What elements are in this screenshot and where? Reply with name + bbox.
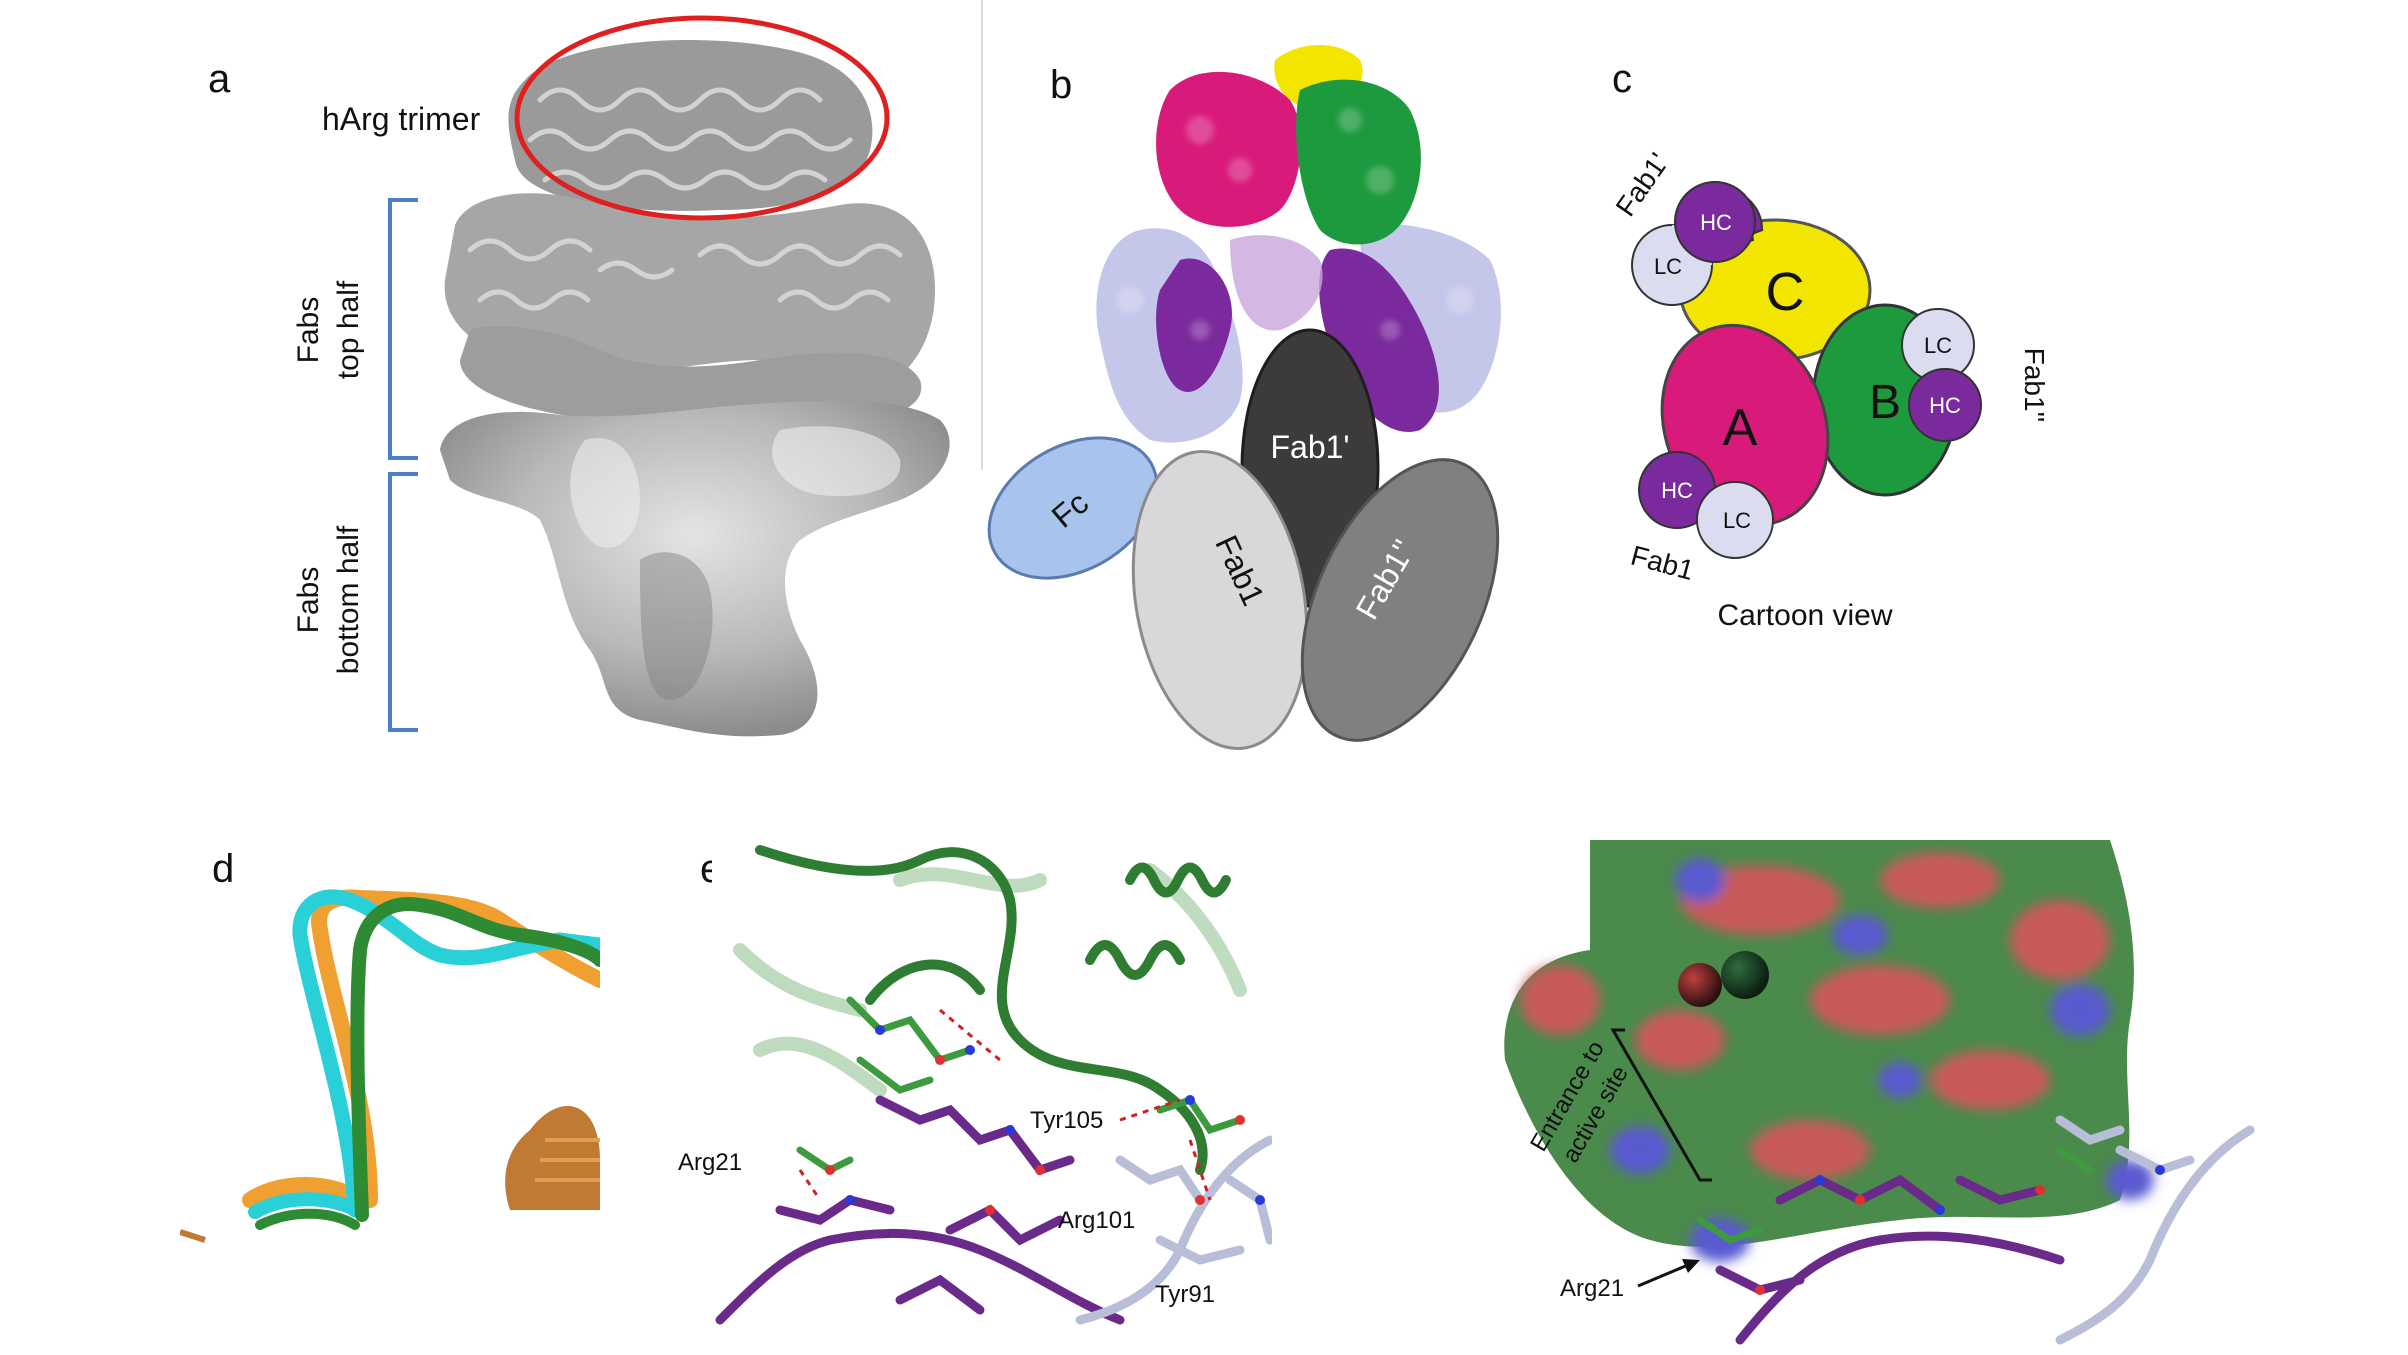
top-half-label-line2: top half bbox=[332, 280, 365, 379]
fab1-cartoon-label: Fab1 bbox=[1628, 540, 1698, 586]
fab1-hc-label: HC bbox=[1661, 478, 1693, 503]
fab1p-hc-label: HC bbox=[1700, 210, 1732, 235]
fab1pp-hc-label: HC bbox=[1929, 393, 1961, 418]
panel-c: c C B A HC LC Fab1' LC HC Fab1' bbox=[1610, 57, 2050, 632]
fab1pp-ellipse-group: Fab1'' bbox=[1300, 458, 1500, 742]
panel-b: b Fab1' Fc Fab1 bbox=[987, 45, 1501, 750]
binding-interface-model: Tyr105 Arg21 Arg101 Tyr91 bbox=[678, 815, 1272, 1335]
tyr105-label: Tyr105 bbox=[1030, 1107, 1103, 1134]
fab1-domains: HC LC bbox=[1638, 451, 1774, 559]
bottom-half-bracket bbox=[388, 472, 418, 732]
density-texture bbox=[467, 87, 903, 311]
cartoon-caption: Cartoon view bbox=[1717, 599, 1892, 632]
trimer-label: hArg trimer bbox=[322, 101, 481, 137]
loop-overlay bbox=[180, 889, 600, 1243]
top-half-bracket bbox=[388, 198, 418, 460]
panel-letter-d: d bbox=[212, 847, 234, 891]
bottom-half-label-line2: bottom half bbox=[332, 525, 365, 674]
bottom-half-label-line1: Fabs bbox=[292, 567, 325, 634]
density-top bbox=[444, 40, 935, 424]
fab1pp-domains: LC HC bbox=[1901, 308, 1982, 442]
fab1-lc-label: LC bbox=[1723, 508, 1751, 533]
fab1pp-ellipse bbox=[1300, 458, 1500, 742]
fab1p-domains: HC LC bbox=[1631, 181, 1764, 306]
density-bottom bbox=[440, 400, 950, 737]
subunit-c-label: C bbox=[1766, 262, 1805, 322]
panel-e: e bbox=[678, 815, 1272, 1335]
surface-model: Entrance to active site Arg21 bbox=[1500, 840, 2255, 1345]
fab1p-cartoon-label: Fab1' bbox=[1610, 147, 1675, 221]
arg21-arrowhead bbox=[1682, 1259, 1700, 1273]
ligand-sphere-red bbox=[1678, 963, 1722, 1007]
fab1p-lc-label: LC bbox=[1654, 254, 1682, 279]
panel-d: d bbox=[180, 847, 600, 1243]
panel-letter-b: b bbox=[1050, 63, 1072, 107]
fc-ellipse-group: Fc bbox=[987, 436, 1159, 580]
panel-a: a bbox=[208, 15, 950, 737]
entrance-bracket bbox=[1610, 1028, 1712, 1182]
fab1pp-lc-label: LC bbox=[1924, 333, 1952, 358]
fc-ellipse bbox=[987, 436, 1159, 580]
surface-texture bbox=[1116, 108, 1474, 340]
trimer-highlight-ellipse bbox=[514, 15, 890, 221]
fab1pp-cartoon-label: Fab1'' bbox=[2019, 348, 2050, 423]
panel-f: f bbox=[1500, 840, 2255, 1345]
fab1p-label: Fab1' bbox=[1270, 429, 1349, 465]
cryo-em-density-map bbox=[440, 40, 950, 737]
panel-letter-c: c bbox=[1612, 57, 1632, 101]
arg101-label: Arg101 bbox=[1058, 1207, 1135, 1234]
ligand-sphere-green bbox=[1721, 951, 1769, 999]
subunit-a-label: A bbox=[1723, 399, 1758, 457]
f-arg21-label: Arg21 bbox=[1560, 1275, 1624, 1302]
panel-letter-a: a bbox=[208, 57, 231, 101]
subunit-b-label: B bbox=[1869, 376, 1901, 429]
e-arg21-label: Arg21 bbox=[678, 1149, 742, 1176]
fab1-ellipse bbox=[1131, 450, 1309, 750]
tyr91-label: Tyr91 bbox=[1155, 1281, 1215, 1308]
fab1-ellipse-group: Fab1 bbox=[1131, 450, 1309, 750]
top-half-label-line1: Fabs bbox=[292, 297, 325, 364]
